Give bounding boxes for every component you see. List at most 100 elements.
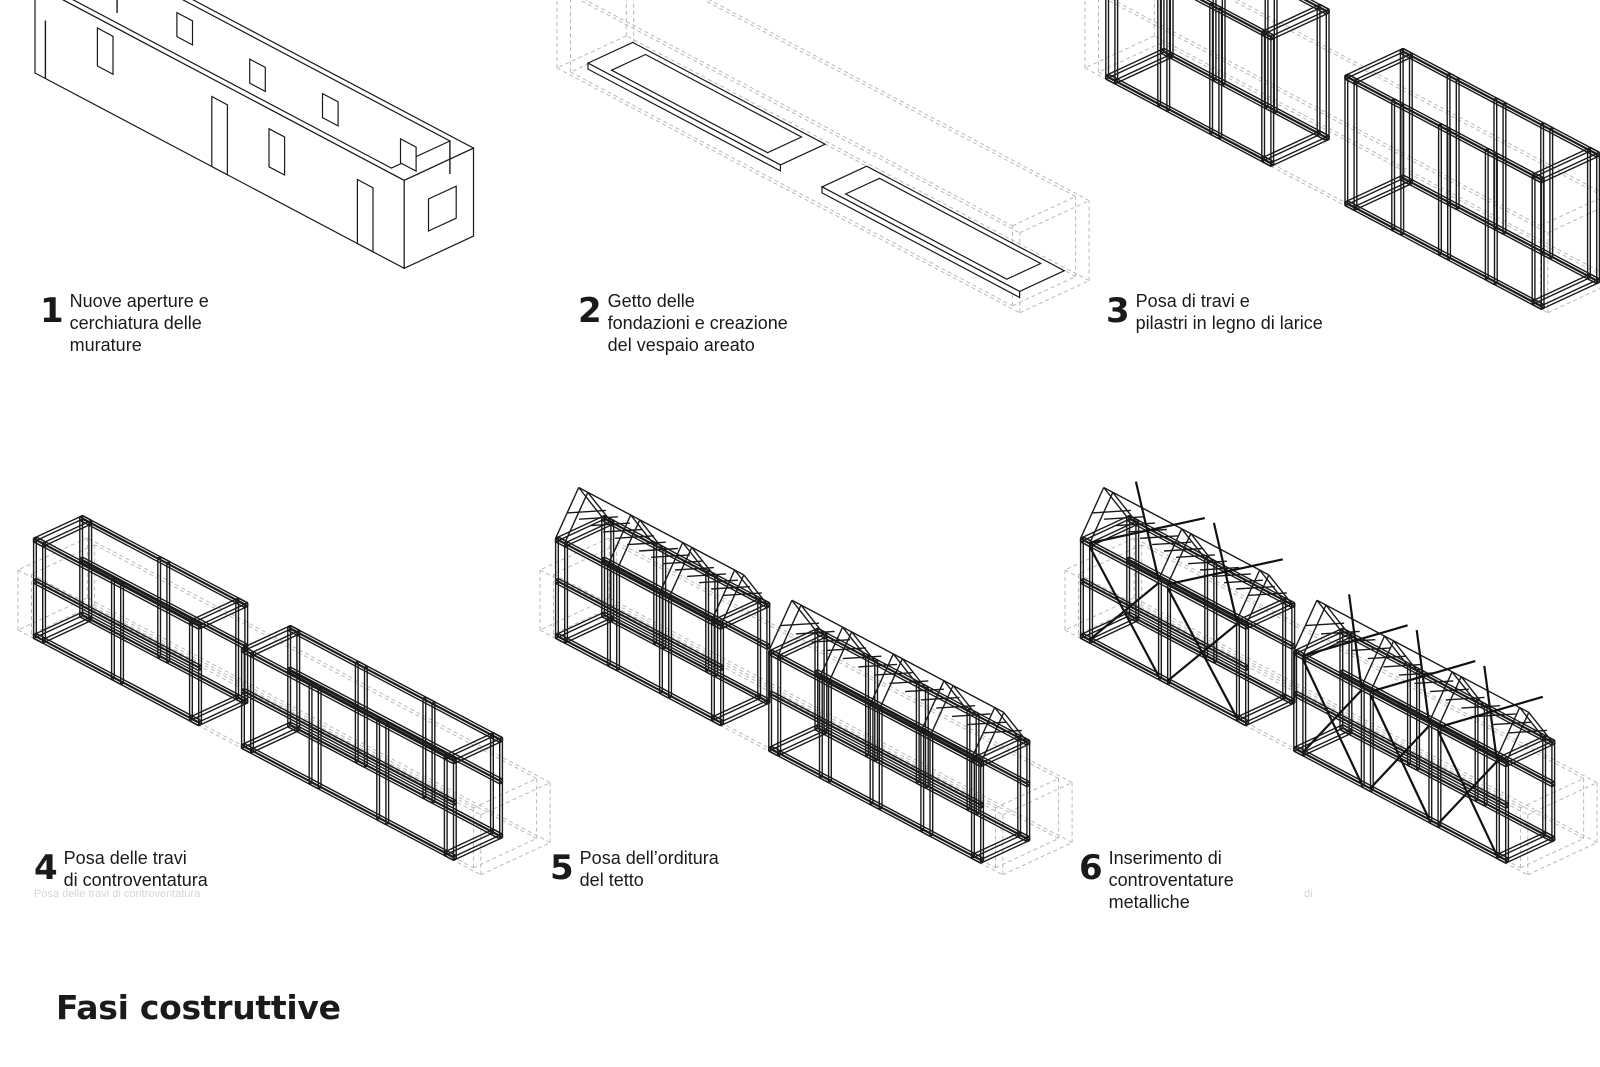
frame-6b-top-beam-edge xyxy=(1296,649,1509,763)
frame-4b-end-sill-edge xyxy=(492,828,503,835)
frame-6a-rafter xyxy=(1245,574,1270,626)
frame-5a-end-beam-edge xyxy=(604,518,614,525)
frame-3b-end-beam-edge xyxy=(1531,150,1591,179)
back-opening xyxy=(176,11,194,46)
frame-4b-brace-beam-edge xyxy=(241,691,245,694)
frame-5a-rafter xyxy=(587,491,612,523)
frame-4b-end-sill-edge xyxy=(250,726,300,751)
frame-5b-rafter xyxy=(929,685,954,737)
ghost-wall-edge xyxy=(1230,0,1600,196)
frame-3a-end-sill-edge xyxy=(1105,78,1116,85)
frame-3b-end-beam-edge xyxy=(1589,150,1600,157)
frame-4a-sill-beam-edge xyxy=(33,637,200,727)
frame-5b-purlin xyxy=(951,713,991,718)
frame-6a-purlin xyxy=(1152,541,1191,546)
frame-5a-purlin xyxy=(639,547,678,552)
ghost-wall-edge xyxy=(17,597,88,631)
frame-5a-rafter xyxy=(682,542,707,573)
frame-4a-end-beam-edge xyxy=(33,537,44,544)
frame-5b-purlin xyxy=(920,696,960,701)
page-title: Fasi costruttive xyxy=(56,988,341,1027)
frame-5b-end-sill-edge xyxy=(971,834,1021,859)
ghost-wall-edge xyxy=(995,838,1059,869)
frame-6a-sill-beam-edge xyxy=(1080,637,1247,727)
frame-5a-top-beam-edge xyxy=(557,536,724,625)
step-3-line-2: pilastri in legno di larice xyxy=(1135,313,1323,333)
frame-3a-sill-beam-edge xyxy=(1160,52,1327,142)
frame-6b-rafter xyxy=(1325,604,1350,635)
frame-5a-purlin xyxy=(615,535,654,539)
frame-4a-sill-beam-edge xyxy=(79,616,246,705)
frame-5b-brace-beam-edge xyxy=(771,694,984,808)
frame-5a-brace-beam-edge xyxy=(604,556,770,646)
frame-3b-end-beam-edge xyxy=(1344,51,1404,80)
frame-3a-end-sill-edge xyxy=(1114,52,1174,81)
frame-6b-end-sill-edge xyxy=(1545,831,1555,838)
frame-6a-rafter xyxy=(1181,528,1206,559)
frame-5b-sill-beam-edge xyxy=(771,745,984,859)
frame-3b-end-sill-edge xyxy=(1344,201,1355,208)
ghost-wall-edge xyxy=(1540,197,1600,227)
frame-5a-brace-beam-edge xyxy=(557,577,724,667)
frame-4b-top-beam-edge xyxy=(290,624,503,739)
frame-6b-rafter xyxy=(1528,711,1553,743)
frame-4b-end-beam-edge xyxy=(444,754,454,761)
frame-5a-end-beam-edge xyxy=(555,514,605,539)
frame-5b-rafter xyxy=(1003,711,1028,743)
frame-5a-rafter xyxy=(658,542,684,594)
frame-5b-end-sill-edge xyxy=(1020,831,1030,838)
frame-3b-end-beam-edge xyxy=(1589,146,1600,154)
frame-6a-brace-beam-edge xyxy=(1126,559,1130,563)
frame-3a-end-beam-edge xyxy=(1270,12,1330,41)
frame-5a-purlin xyxy=(567,509,606,514)
frame-5a-end-sill-edge xyxy=(564,619,614,644)
frame-6b-rafter xyxy=(1428,671,1453,723)
frame-5b-end-sill-edge xyxy=(768,727,818,752)
frame-5a-top-beam-edge xyxy=(557,539,724,629)
frame-6a-top-beam-edge xyxy=(1126,516,1293,605)
frame-4a-sill-beam-edge xyxy=(82,611,248,701)
frame-4b-end-sill-edge xyxy=(241,747,252,754)
frame-3b-end-beam-edge xyxy=(1541,155,1600,184)
frame-5b-end-sill-edge xyxy=(817,727,828,734)
frame-6a-sill-beam-edge xyxy=(1129,611,1295,701)
ghost-wall-edge xyxy=(553,573,996,809)
frame-6b-end-sill-edge xyxy=(1496,834,1546,859)
frame-4a-end-beam-edge xyxy=(42,523,92,548)
solid-fill-layer xyxy=(34,0,1066,299)
frame-4a-top-beam-edge xyxy=(33,541,200,630)
frame-6b-brace-beam-edge xyxy=(1296,690,1509,804)
frame-4a-end-beam-edge xyxy=(33,541,44,548)
frame-6b-purlin xyxy=(1430,688,1469,693)
frame-4a-end-beam-edge xyxy=(238,597,248,604)
frame-5b-purlin xyxy=(858,663,898,668)
frame-4a-end-beam-edge xyxy=(82,514,92,522)
frame-3a-sill-beam-edge xyxy=(1163,47,1330,137)
ghost-wall-edge xyxy=(584,0,1013,227)
frame-5b-purlin xyxy=(873,672,913,676)
frame-6a-end-beam-edge xyxy=(1080,518,1130,543)
ghost-wall-edge xyxy=(473,778,537,809)
frame-3a-end-sill-edge xyxy=(1114,56,1174,85)
frame-5b-end-sill-edge xyxy=(777,728,828,753)
frame-4b-sill-beam-edge xyxy=(241,747,454,861)
frame-5a-purlin xyxy=(699,579,738,584)
frame-5b-sill-beam-edge xyxy=(771,749,984,863)
frame-4a-top-beam-edge xyxy=(35,539,202,629)
front-opening xyxy=(356,178,374,253)
ghost-wall-edge xyxy=(17,569,482,816)
frame-6a-rafter xyxy=(1103,487,1128,518)
step-2-caption: 2 Getto delle fondazioni e creazione del… xyxy=(578,290,788,356)
frame-5b-top-beam-edge xyxy=(771,652,984,766)
frame-5b-sill-beam-edge xyxy=(814,728,1028,843)
ghost-wall-edge xyxy=(1064,537,1135,571)
frame-5b-top-beam-edge xyxy=(814,632,1028,746)
frame-3a-end-sill-edge xyxy=(1319,130,1330,137)
foundation-edge xyxy=(587,62,782,172)
frame-4b-end-beam-edge xyxy=(290,628,300,635)
ghost-wall-edge xyxy=(1527,782,1598,816)
step-6-number: 6 xyxy=(1079,848,1103,888)
frame-3a-end-beam-edge xyxy=(1261,3,1321,33)
ghost-wall-edge xyxy=(1161,42,1600,276)
frame-4b-end-sill-edge xyxy=(290,721,300,728)
